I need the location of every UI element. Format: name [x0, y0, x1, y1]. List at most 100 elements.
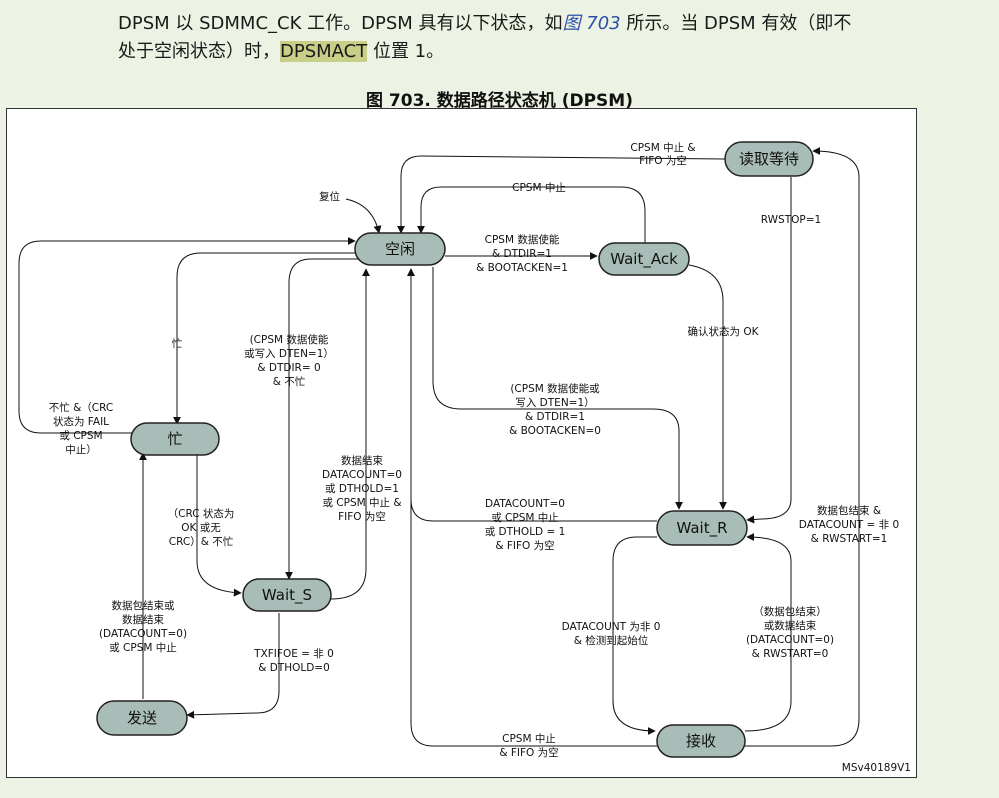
label-crc-ok-1: （CRC 状态为 [168, 507, 235, 520]
label-busy: 忙 [172, 337, 183, 350]
label-cpsm-enable-bootack-3: & BOOTACKEN=1 [476, 262, 568, 274]
label-rwstart1-2: DATACOUNT = 非 0 [799, 519, 899, 531]
figure-id: MSv40189V1 [842, 762, 911, 774]
label-rwstart0-2: 或数据结束 [764, 619, 817, 632]
paragraph-text: 位置 1。 [367, 41, 445, 62]
label-cpsm-abort: CPSM 中止 [512, 181, 566, 194]
label-cpsm-enable-bootack-1: CPSM 数据使能 [485, 233, 560, 246]
edge-idle-waitr [432, 267, 683, 510]
label-bootacken0-3: & DTDIR=1 [525, 411, 585, 423]
label-cpsm-abort-fifo-empty-top-2: FIFO 为空 [639, 154, 687, 167]
edge-waitack-waitr [688, 264, 727, 510]
label-cpsm-abort-bottom-2: & FIFO 为空 [499, 746, 558, 759]
edge-waits-idle [330, 268, 370, 600]
edge-idle-busy [173, 252, 355, 425]
label-crc-ok-3: CRC）& 不忙 [169, 535, 234, 548]
edge-idle-waits [285, 258, 359, 580]
label-data-end-3: 或 DTHOLD=1 [325, 483, 399, 495]
label-not-busy-crc-4: 中止） [65, 443, 97, 456]
label-start-bit-1: DATACOUNT 为非 0 [562, 621, 661, 633]
label-not-busy-crc-2: 状态为 FAIL [53, 415, 109, 428]
state-machine-diagram: 空闲 Wait_Ack 读取等待 忙 Wait_R Wait_S [18, 141, 911, 774]
paragraph-line-2: 处于空闲状态）时，DPSMACT 位置 1。 [118, 38, 938, 66]
node-wait-s[interactable]: Wait_S [242, 578, 332, 612]
node-read-wait-label: 读取等待 [739, 150, 799, 168]
label-data-end-4: 或 CPSM 中止 & [322, 496, 401, 509]
label-cpsm-enable-bootack-2: & DTDIR=1 [492, 248, 552, 260]
label-cpsm-enable-write-2: 或写入 DTEN=1） [244, 348, 334, 360]
node-wait-r[interactable]: Wait_R [656, 510, 748, 546]
label-send-busy-1: 数据包结束或 [112, 599, 175, 612]
node-receive[interactable]: 接收 [656, 724, 746, 758]
label-cpsm-enable-write-4: & 不忙 [273, 375, 306, 388]
label-waitr-idle-2: 或 CPSM 中止 [491, 511, 559, 524]
diagram-frame: 空闲 Wait_Ack 读取等待 忙 Wait_R Wait_S [6, 108, 917, 778]
node-idle[interactable]: 空闲 [354, 232, 446, 266]
label-bootacken0-1: (CPSM 数据使能或 [510, 382, 600, 395]
label-waitr-idle-3: 或 DTHOLD = 1 [485, 526, 566, 538]
edge-reset [345, 198, 382, 234]
label-send-busy-3: (DATACOUNT=0) [99, 628, 187, 640]
nodes: 空闲 Wait_Ack 读取等待 忙 Wait_R Wait_S [96, 141, 814, 758]
label-ack-ok: 确认状态为 OK [688, 325, 760, 338]
label-bootacken0-2: 写入 DTEN=1） [515, 397, 594, 409]
node-idle-label: 空闲 [385, 240, 415, 258]
label-rwstart0-3: (DATACOUNT=0) [746, 634, 834, 646]
paragraph-text: 处于空闲状态）时， [118, 41, 280, 62]
figure-link[interactable]: 图 703 [562, 13, 621, 34]
edge-busy-waits [196, 453, 242, 597]
label-txfifoe-2: & DTHOLD=0 [258, 662, 330, 674]
label-waitr-idle-1: DATACOUNT=0 [485, 498, 565, 510]
edge-labels: 复位 CPSM 中止 & FIFO 为空 CPSM 中止 CPSM 数据使能 &… [49, 141, 911, 774]
node-busy-label: 忙 [167, 430, 182, 448]
label-cpsm-abort-bottom-1: CPSM 中止 [502, 732, 556, 745]
edge-waitr-idle [407, 268, 657, 522]
edge-waitack-idle [417, 186, 646, 244]
paragraph-text: 所示。当 DPSM 有效（即不 [620, 13, 852, 34]
label-bootacken0-4: & BOOTACKEN=0 [509, 425, 601, 437]
node-receive-label: 接收 [686, 732, 716, 750]
node-read-wait[interactable]: 读取等待 [724, 141, 814, 177]
edge-waits-send [186, 613, 280, 719]
label-send-busy-4: 或 CPSM 中止 [109, 641, 177, 654]
label-not-busy-crc-3: 或 CPSM [59, 430, 102, 442]
highlighted-term: DPSMACT [280, 41, 368, 62]
label-start-bit-2: & 检测到起始位 [574, 634, 649, 647]
label-rwstart1-3: & RWSTART=1 [811, 533, 888, 545]
node-wait-r-label: Wait_R [676, 519, 727, 538]
edge-receive-readwait [745, 147, 860, 747]
figure-caption: 图 703. 数据路径状态机 (DPSM) [366, 91, 633, 111]
label-reset: 复位 [319, 190, 340, 203]
label-txfifoe-1: TXFIFOE = 非 0 [253, 648, 334, 660]
edge-receive-waitr [744, 533, 792, 732]
label-crc-ok-2: OK 或无 [181, 522, 221, 534]
paragraph-text: DPSM 以 SDMMC_CK 工作。DPSM 具有以下状态，如 [118, 13, 563, 34]
edges [18, 147, 860, 747]
label-data-end-1: 数据结束 [341, 454, 383, 467]
edge-waitr-receive [612, 536, 657, 735]
label-not-busy-crc-1: 不忙 &（CRC [49, 401, 113, 414]
label-cpsm-enable-write-3: & DTDIR= 0 [257, 362, 320, 374]
node-send-label: 发送 [127, 709, 157, 727]
label-rwstart0-4: & RWSTART=0 [752, 648, 829, 660]
label-rwstart1-1: 数据包结束 & [817, 504, 881, 517]
node-wait-ack[interactable]: Wait_Ack [598, 242, 690, 276]
edge-readwait-waitr [746, 177, 792, 524]
node-busy[interactable]: 忙 [130, 422, 220, 456]
edge-busy-idle [18, 237, 356, 434]
node-send[interactable]: 发送 [96, 700, 188, 736]
intro-paragraph: DPSM 以 SDMMC_CK 工作。DPSM 具有以下状态，如图 703 所示… [118, 10, 938, 66]
label-rwstart0-1: （数据包结束） [753, 605, 827, 618]
label-rwstop: RWSTOP=1 [761, 214, 821, 226]
edge-receive-idle [407, 268, 657, 747]
label-waitr-idle-4: & FIFO 为空 [495, 539, 554, 552]
label-cpsm-abort-fifo-empty-top-1: CPSM 中止 & [630, 141, 695, 154]
label-cpsm-enable-write-1: (CPSM 数据使能 [250, 333, 329, 346]
node-wait-ack-label: Wait_Ack [610, 250, 678, 269]
label-data-end-2: DATACOUNT=0 [322, 469, 402, 481]
node-wait-s-label: Wait_S [262, 586, 312, 605]
label-send-busy-2: 数据结束 [122, 613, 164, 626]
paragraph-line-1: DPSM 以 SDMMC_CK 工作。DPSM 具有以下状态，如图 703 所示… [118, 10, 938, 38]
label-data-end-5: FIFO 为空 [338, 510, 386, 523]
edge-readwait-idle [397, 155, 726, 234]
